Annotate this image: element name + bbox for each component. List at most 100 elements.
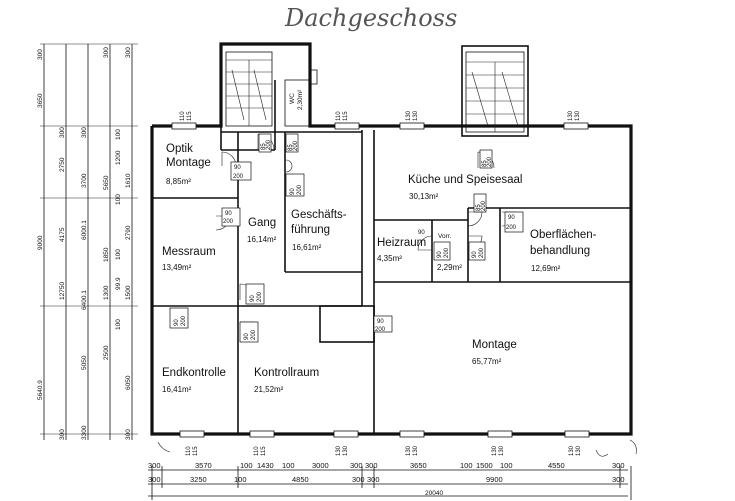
room-gang-area: 16,14m² (247, 235, 277, 244)
svg-text:90: 90 (250, 295, 256, 302)
svg-text:99.9: 99.9 (115, 277, 122, 290)
window-bottom-2: 110 115 (249, 430, 275, 456)
svg-text:300: 300 (612, 475, 625, 484)
svg-text:130: 130 (576, 445, 582, 456)
svg-text:90: 90 (174, 319, 180, 326)
door-kueche-heiz: 85 200 (467, 193, 487, 227)
svg-text:100: 100 (282, 461, 295, 470)
svg-text:200: 200 (487, 156, 493, 167)
svg-text:2500: 2500 (103, 345, 110, 360)
svg-text:300: 300 (350, 461, 363, 470)
svg-text:300: 300 (37, 49, 44, 60)
svg-text:300: 300 (352, 475, 365, 484)
svg-text:110: 110 (186, 446, 192, 456)
svg-text:130: 130 (569, 445, 575, 456)
svg-text:85: 85 (482, 160, 488, 167)
svg-text:115: 115 (193, 446, 199, 456)
window-top-2: 110 115 (334, 111, 360, 130)
svg-text:1500: 1500 (476, 461, 493, 470)
svg-text:100: 100 (500, 461, 513, 470)
staircase-left (225, 51, 273, 127)
svg-text:200: 200 (444, 247, 450, 258)
svg-text:9900: 9900 (486, 475, 503, 484)
svg-text:130: 130 (343, 445, 349, 456)
door-messraum: 90 200 (215, 207, 241, 231)
svg-text:300: 300 (59, 429, 66, 440)
svg-text:300: 300 (148, 461, 161, 470)
room-optik-montage-line1: Optik (166, 143, 193, 155)
svg-text:115: 115 (261, 446, 267, 456)
svg-text:130: 130 (413, 110, 419, 121)
svg-text:3700: 3700 (81, 173, 88, 188)
svg-text:130: 130 (413, 445, 419, 456)
room-kueche-speisesaal-area: 30,13m² (409, 192, 439, 201)
room-kontrollraum: Kontrollraum (254, 367, 319, 379)
door-heizraum-label: 90 (418, 230, 425, 236)
door-heizraum (417, 235, 433, 251)
room-optik-montage-area: 8,85m² (166, 177, 191, 186)
svg-text:300: 300 (365, 461, 378, 470)
room-endkontrolle: Endkontrolle (162, 367, 226, 379)
door-kontrollraum: 90 200 (239, 321, 259, 343)
door-optik: 90 200 (221, 151, 252, 181)
svg-text:3250: 3250 (190, 475, 207, 484)
svg-text:130: 130 (499, 445, 505, 456)
door-stair-left: 85 200 (257, 133, 275, 153)
door-gang-upper: 85 200 (285, 133, 299, 153)
window-bottom-4: 130 130 (399, 430, 425, 456)
windows-top: 110 115 110 115 130 130 130 130 (171, 110, 589, 130)
room-gang: Gang (248, 217, 276, 229)
wc-area: 2,30m² (297, 89, 304, 110)
window-bottom-6: 130 130 (564, 430, 590, 456)
svg-text:85: 85 (261, 143, 267, 150)
svg-text:200: 200 (481, 200, 487, 211)
svg-text:90: 90 (418, 230, 425, 236)
svg-text:130: 130 (492, 445, 498, 456)
svg-text:4550: 4550 (548, 461, 565, 470)
svg-text:1850: 1850 (103, 247, 110, 262)
corner-marks (157, 439, 637, 457)
svg-text:100: 100 (115, 319, 122, 330)
svg-text:300: 300 (125, 47, 132, 58)
svg-text:5650: 5650 (103, 175, 110, 190)
svg-text:130: 130 (568, 110, 574, 121)
svg-text:130: 130 (336, 445, 342, 456)
svg-text:300: 300 (81, 127, 88, 138)
svg-text:5640.9: 5640.9 (37, 380, 44, 400)
window-bottom-3: 130 130 (333, 430, 359, 456)
svg-text:200: 200 (251, 329, 257, 340)
room-montage-area: 65,77m² (472, 357, 502, 366)
svg-text:1200: 1200 (115, 150, 122, 165)
wc-label: WC (289, 93, 296, 104)
svg-text:3000: 3000 (312, 461, 329, 470)
svg-text:200: 200 (297, 184, 303, 195)
room-optik-montage-line2: Montage (166, 157, 211, 169)
svg-text:4850: 4850 (292, 475, 309, 484)
staircase-right (465, 51, 525, 133)
left-dimensions: 300 3650 9000 5640.9 300 2750 4175 12750… (37, 43, 138, 440)
svg-text:130: 130 (406, 445, 412, 456)
door-gang-lower: 90 200 (239, 283, 265, 305)
svg-text:1610: 1610 (125, 173, 132, 188)
svg-text:200: 200 (293, 140, 299, 151)
svg-text:20040: 20040 (425, 490, 443, 497)
svg-text:200: 200 (223, 219, 234, 225)
room-kueche-speisesaal: Küche und Speisesaal (408, 174, 522, 186)
svg-text:2750: 2750 (59, 157, 66, 172)
svg-text:200: 200 (506, 225, 517, 231)
wc-cell: WC 2,30m² (284, 69, 318, 127)
room-geschaeftsfuehrung-area: 16,61m² (292, 243, 322, 252)
svg-text:1300: 1300 (103, 285, 110, 300)
room-geschaeftsfuehrung-line1: Geschäfts- (291, 209, 347, 221)
svg-text:200: 200 (479, 247, 485, 258)
door-oberflaechen: 90 200 (501, 211, 524, 233)
window-bottom-1: 110 115 (179, 430, 205, 456)
windows-bottom: 110 115 110 115 130 130 130 130 130 130 … (179, 430, 590, 456)
door-geschaeftsfuehrung: 90 200 (285, 159, 305, 197)
room-labels: Optik Montage 8,85m² Gang 16,14m² Geschä… (162, 143, 597, 394)
room-vorr: Vorr. (438, 233, 452, 240)
svg-text:90: 90 (472, 251, 478, 258)
room-kontrollraum-area: 21,52m² (254, 385, 284, 394)
room-messraum: Messraum (162, 246, 216, 258)
